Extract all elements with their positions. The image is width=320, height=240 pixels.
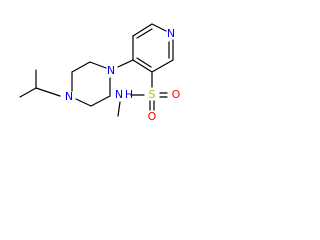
bond-pyridine-c2-c3 <box>151 59 174 73</box>
sulfonamide-nitrogen-label: N <box>115 88 123 101</box>
bond-pyridine-c6-n1 <box>151 23 167 32</box>
sulfur-label: S <box>149 88 156 101</box>
bond-pyridine-c5-c6 <box>132 23 153 37</box>
bond-piperazine-6 <box>75 98 92 107</box>
bond-piperazine-3 <box>89 61 107 69</box>
sulfonamide-hydrogen-label: H <box>125 88 133 101</box>
pyridine-nitrogen-label: N <box>167 27 175 40</box>
molecule-structure-diagram: N N N N H S O O <box>19 23 181 123</box>
oxygen-bottom-label: O <box>148 110 157 123</box>
bond-pyridine-c3-c4 <box>132 59 153 73</box>
bond-piperazine-2 <box>71 61 91 73</box>
bonds <box>19 23 174 117</box>
bond-n-methyl <box>117 101 121 117</box>
bond-piperazine-to-pyridine <box>117 59 134 68</box>
piperazine-nitrogen-bottom-label: N <box>65 90 73 103</box>
bond-piperazine-5 <box>90 95 111 107</box>
bond-isopropyl-methyl-left <box>19 87 37 98</box>
bond-pyridine-c5-c6-inner <box>136 28 153 39</box>
atom-labels: N N N N H S O O <box>65 27 181 123</box>
piperazine-nitrogen-top-label: N <box>107 64 115 77</box>
bond-pyridine-c3-c4-inner <box>136 57 152 68</box>
oxygen-right-label: O <box>172 88 181 101</box>
bond-isopropyl-to-n <box>35 87 61 97</box>
